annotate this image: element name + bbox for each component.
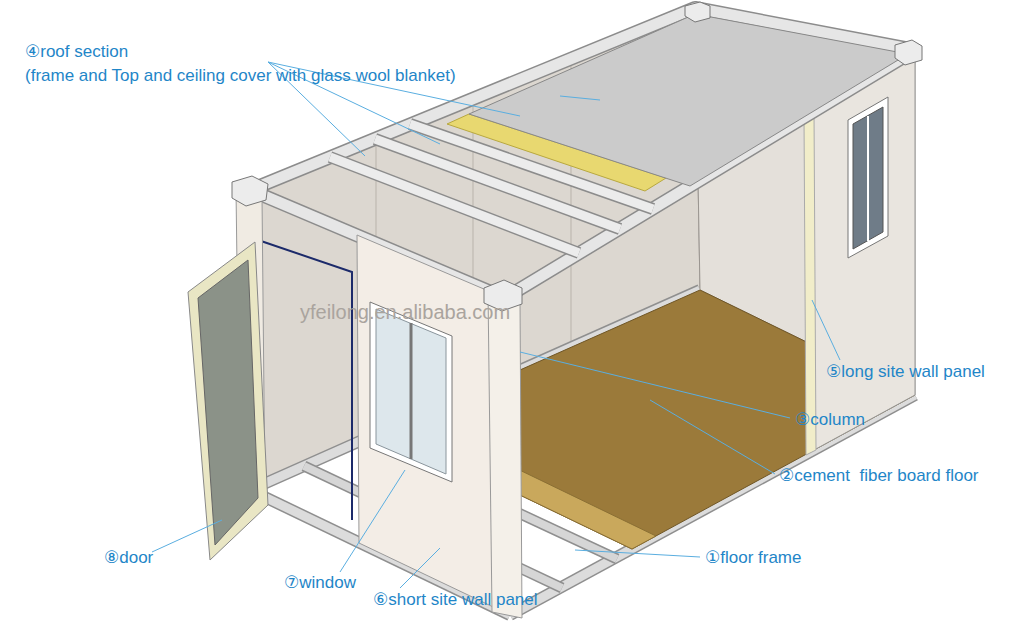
front-window (370, 302, 452, 482)
callout-label: ⑤long site wall panel (826, 362, 985, 382)
leader-line (520, 352, 790, 418)
corner-post (488, 292, 522, 618)
callout-label: ④roof section (25, 42, 128, 62)
callout-label: ⑦window (284, 573, 356, 593)
roof-beam (250, 8, 915, 298)
window-bar (867, 116, 869, 241)
leader-line (812, 300, 840, 360)
leader-line (650, 400, 775, 474)
callout-label: ③column (795, 410, 865, 430)
door-frame (258, 240, 352, 520)
leader-line (560, 96, 600, 100)
leader-line (400, 548, 440, 588)
column (804, 112, 816, 455)
roof-beam (250, 8, 915, 298)
leader-line (152, 520, 222, 552)
door (188, 242, 268, 560)
side-window-glass (853, 107, 883, 249)
callout-label: ⑥short site wall panel (373, 590, 538, 610)
window-bar (410, 323, 413, 459)
watermark: yfeilong.en.alibaba.com (300, 302, 510, 322)
corner-cap (895, 40, 922, 65)
front-window-glass (376, 309, 446, 474)
corner-cap (232, 176, 268, 206)
roof-panel (469, 14, 908, 186)
callout-label: ①floor frame (705, 548, 802, 568)
door-panel (198, 260, 258, 545)
leader-lines (152, 62, 840, 588)
leader-line (575, 550, 700, 557)
leader-line (340, 470, 405, 572)
callout-label: ⑧door (104, 548, 153, 568)
corner-cap (685, 2, 710, 22)
callout-label: ②cement fiber board floor (779, 466, 979, 486)
callout-note: (frame and Top and ceiling cover with gl… (25, 66, 456, 86)
roof-frame (250, 8, 915, 298)
side-window (848, 97, 888, 258)
